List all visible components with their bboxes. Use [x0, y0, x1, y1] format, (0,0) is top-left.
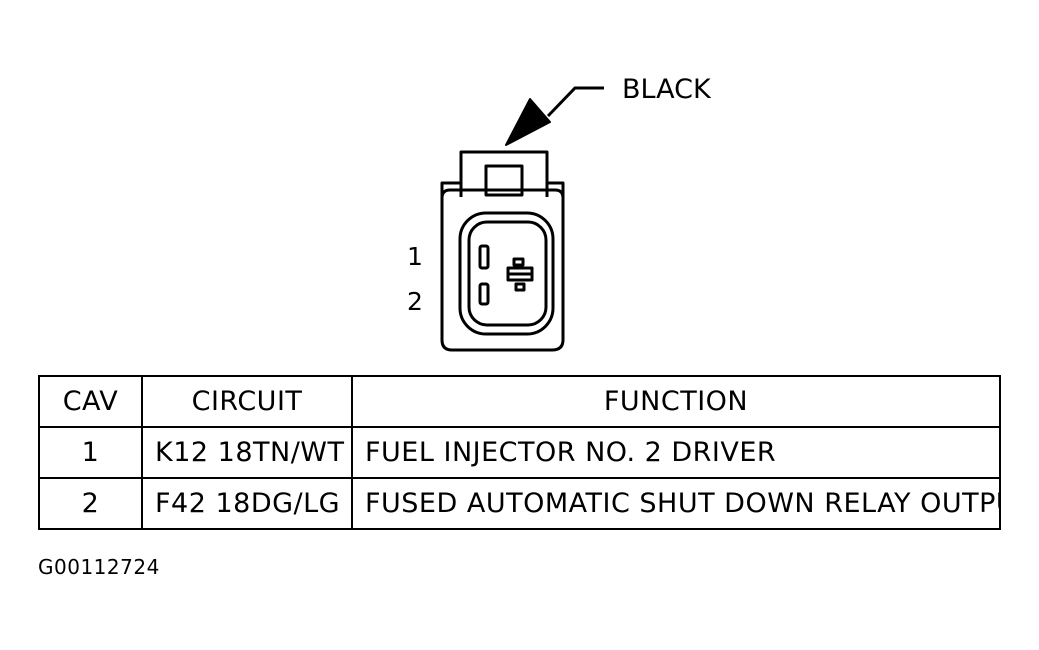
function-cell: FUSED AUTOMATIC SHUT DOWN RELAY OUTPUT [351, 477, 1001, 530]
header-function: FUNCTION [351, 375, 1001, 428]
function-cell: FUEL INJECTOR NO. 2 DRIVER [351, 426, 1001, 479]
terminal-slot-1 [478, 244, 490, 270]
header-cav: CAV [38, 375, 143, 428]
table-header-row: CAV CIRCUIT FUNCTION [38, 375, 1001, 428]
pinout-table: CAV CIRCUIT FUNCTION 1 K12 18TN/WT FUEL … [38, 375, 1001, 530]
leader-arrow [505, 86, 604, 146]
terminal-slot-2 [478, 282, 490, 306]
circuit-cell: F42 18DG/LG [141, 477, 353, 530]
circuit-cell: K12 18TN/WT [141, 426, 353, 479]
connector-housing [440, 150, 565, 352]
cavity-label-2: 2 [407, 287, 423, 316]
table-row: 2 F42 18DG/LG FUSED AUTOMATIC SHUT DOWN … [38, 477, 1001, 530]
latch-tab [484, 164, 524, 197]
connector-color-label: BLACK [622, 74, 712, 105]
header-circuit: CIRCUIT [141, 375, 353, 428]
cavity-label-1: 1 [407, 242, 423, 271]
figure-id: G00112724 [38, 555, 160, 579]
table-row: 1 K12 18TN/WT FUEL INJECTOR NO. 2 DRIVER [38, 426, 1001, 479]
connector-diagram: BLACK 1 2 [407, 74, 712, 352]
cav-cell: 2 [38, 477, 143, 530]
cav-cell: 1 [38, 426, 143, 479]
